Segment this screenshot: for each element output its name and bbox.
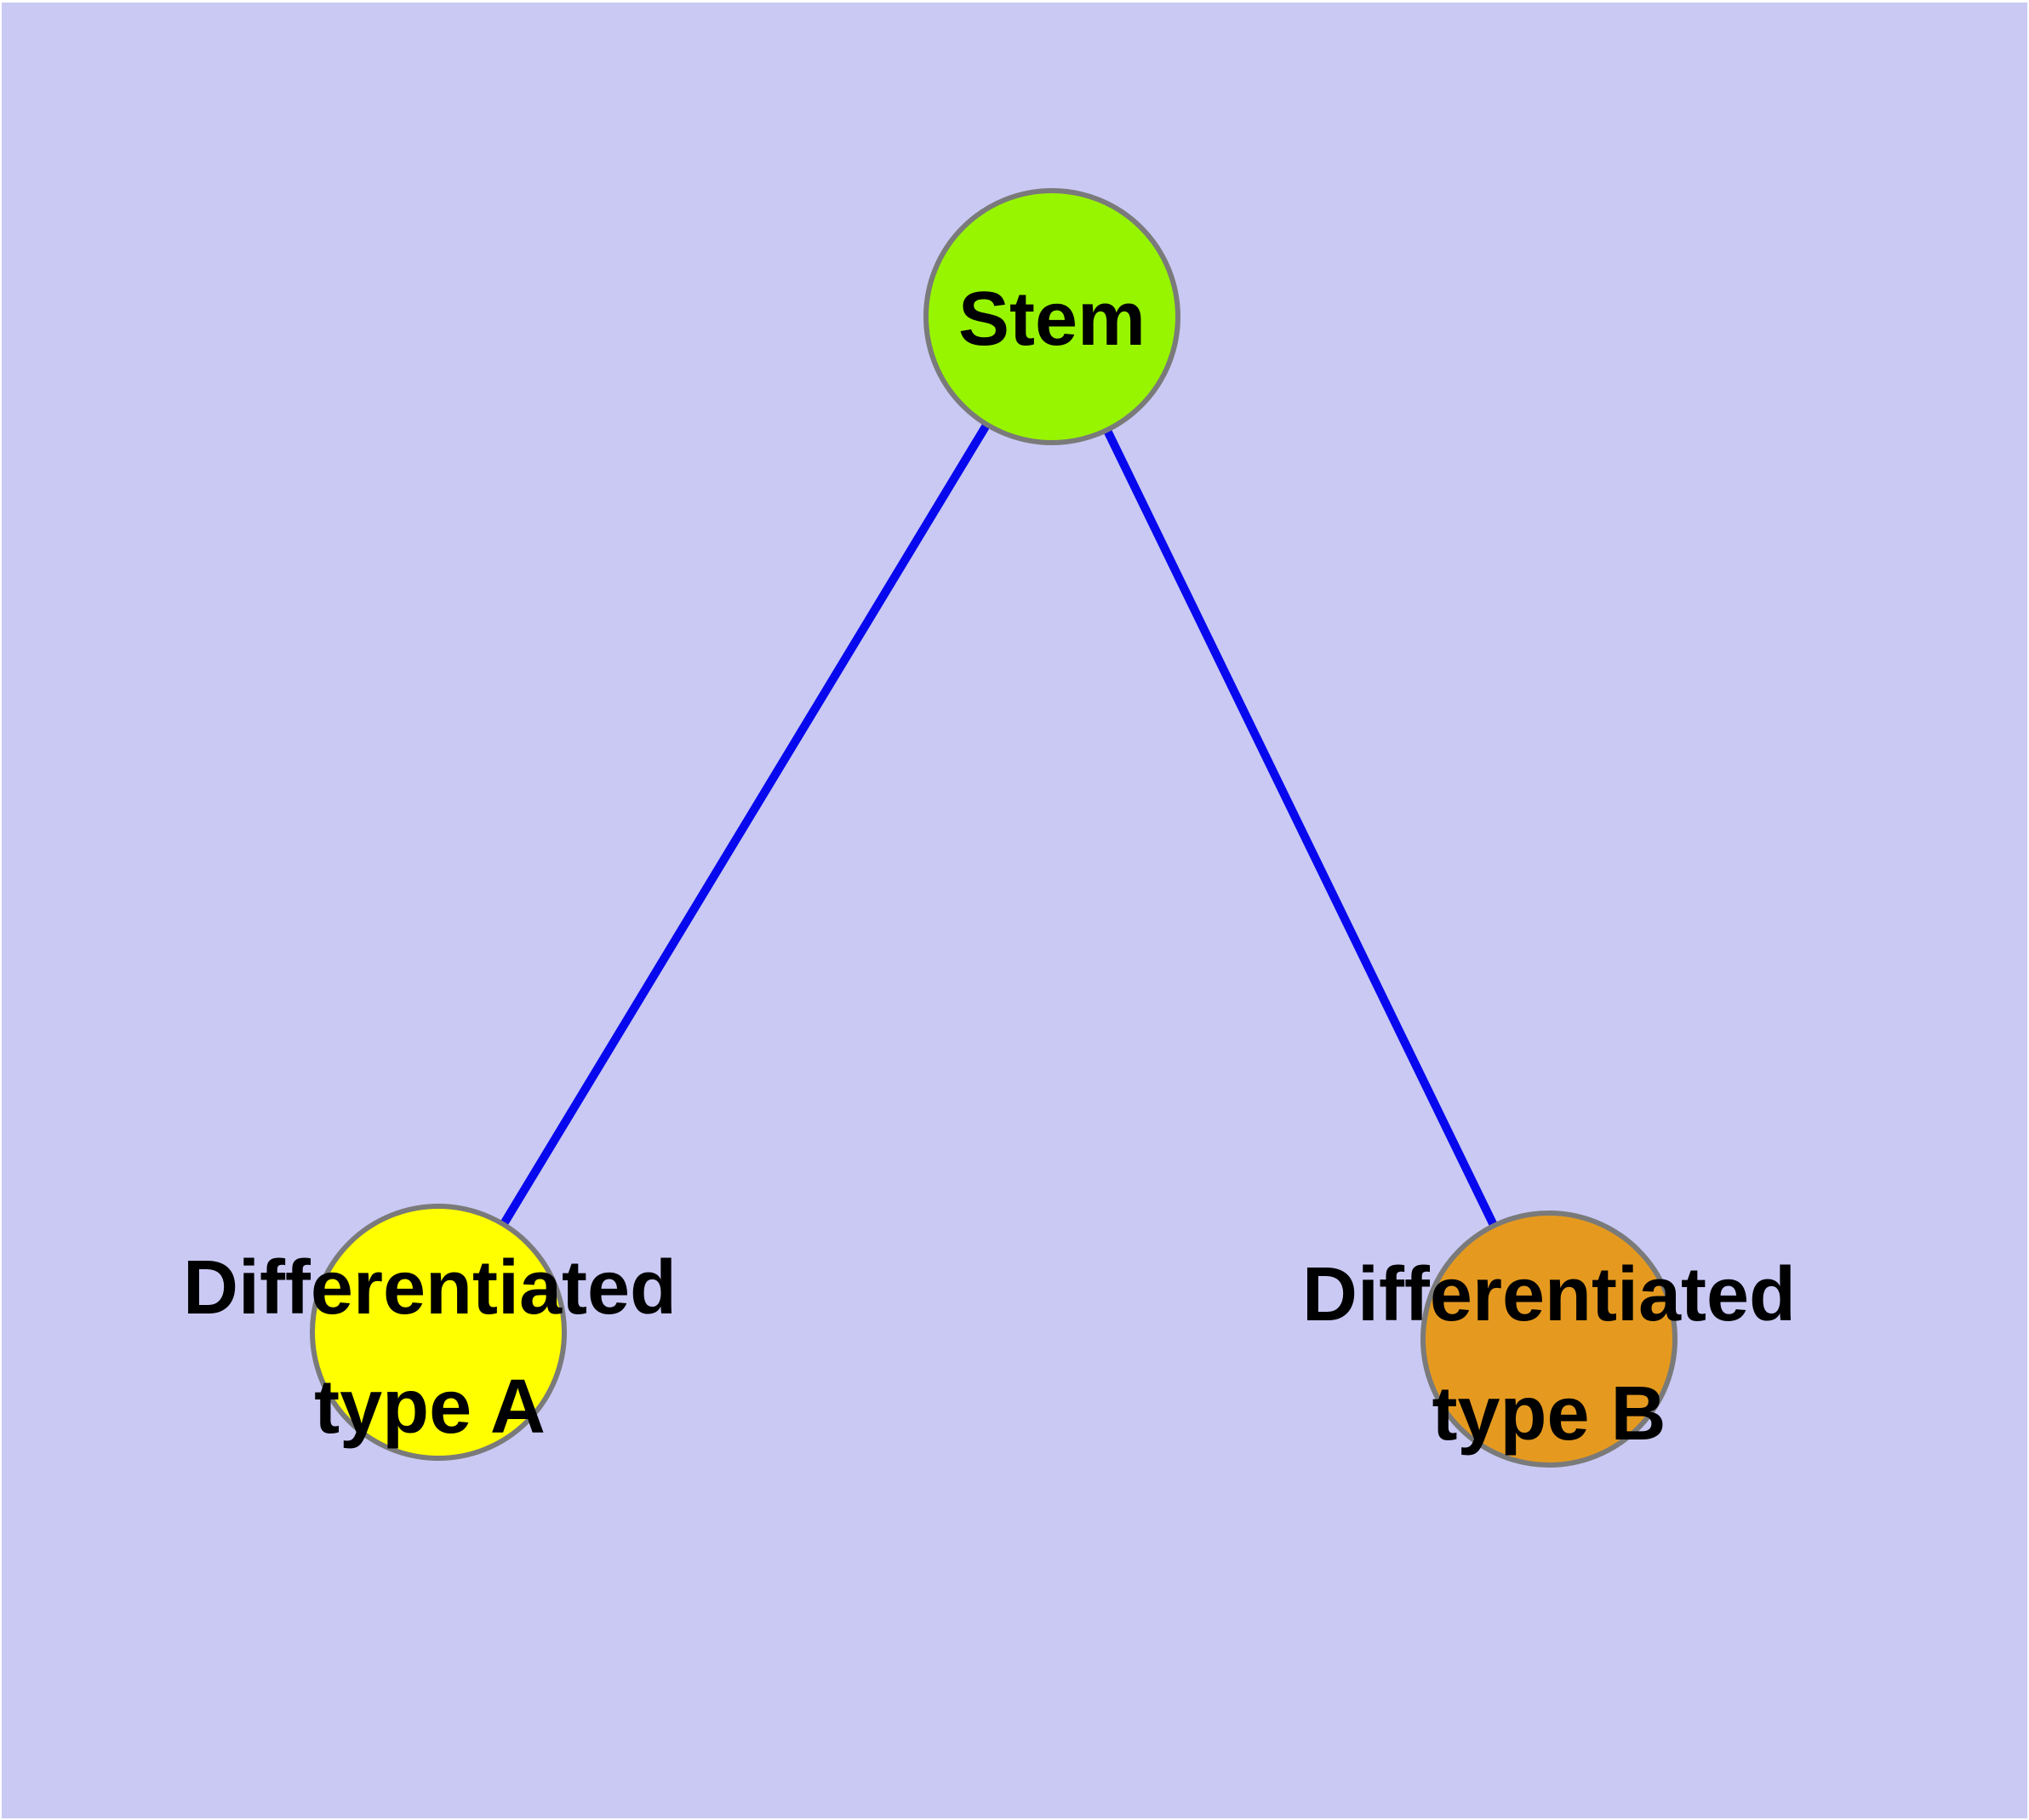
node-differentiated-type-b-label-line2: type B bbox=[1432, 1371, 1666, 1457]
node-group-stem: Stem bbox=[923, 188, 1180, 445]
node-group-differentiated-type-b: Differentiated type B bbox=[1302, 1210, 1796, 1468]
node-stem[interactable] bbox=[923, 188, 1180, 445]
node-differentiated-type-b[interactable] bbox=[1420, 1210, 1677, 1468]
node-differentiated-type-a[interactable] bbox=[310, 1204, 567, 1461]
node-group-differentiated-type-a: Differentiated type A bbox=[183, 1204, 677, 1461]
edge-stem-to-type-b bbox=[1048, 314, 1553, 1342]
node-differentiated-type-b-label-line1: Differentiated bbox=[1302, 1252, 1796, 1337]
edge-stem-to-type-a bbox=[434, 314, 1056, 1335]
node-stem-label: Stem bbox=[958, 277, 1146, 362]
node-differentiated-type-a-label-line1: Differentiated bbox=[183, 1245, 677, 1331]
node-differentiated-type-a-label-line2: type A bbox=[314, 1365, 546, 1450]
